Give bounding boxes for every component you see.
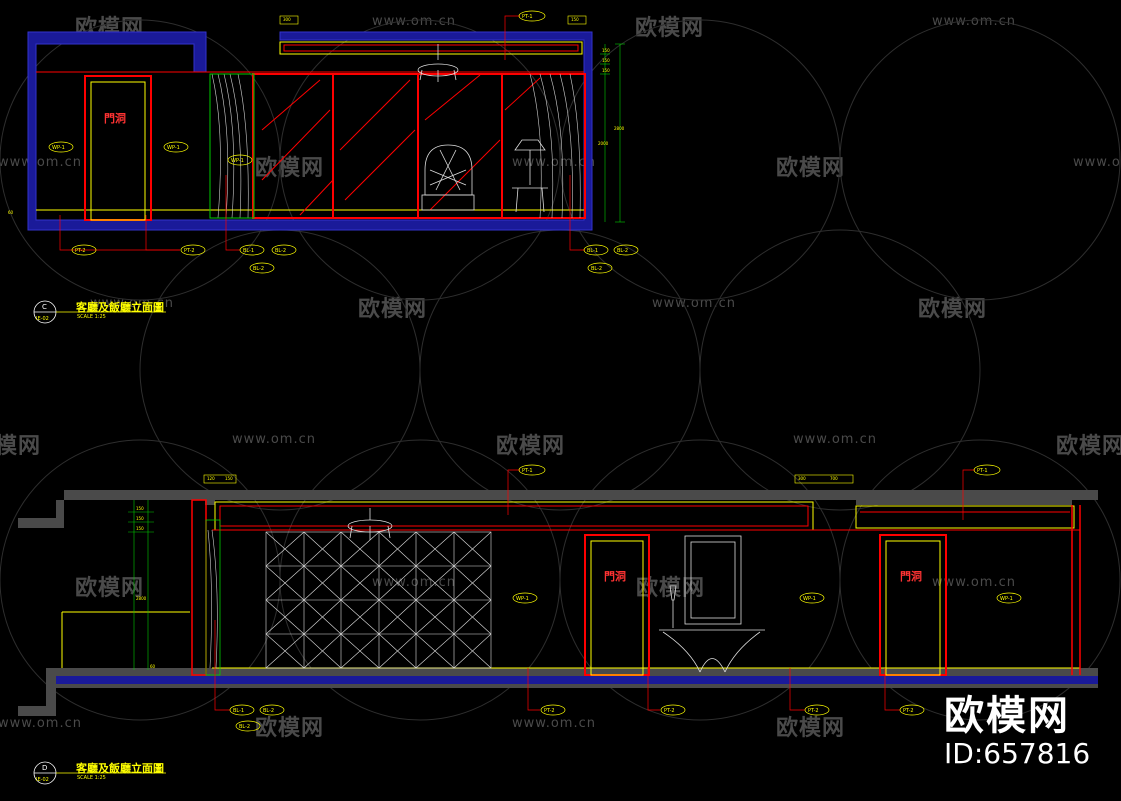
tags-c: PT-1 WP-1 WP-1 WP-1 PT-2 PT-2 BL-1 BL-2 …	[48, 10, 639, 274]
tag-wp: WP-1	[1000, 596, 1013, 602]
drawing-title: 客廳及飯廳立面圖	[76, 301, 164, 314]
dim-label: 150	[571, 17, 579, 22]
watermark-brand: 欧模网	[1056, 434, 1121, 459]
curtain-left	[207, 529, 218, 669]
elevation-d: 120 150 300 700 150 150 150 2800 60	[18, 469, 1098, 716]
watermark-brand: 欧模网	[75, 576, 145, 601]
watermark-url: www.om.cn	[932, 14, 1016, 29]
dim-label: 120	[207, 476, 215, 481]
dim-label: 2800	[614, 126, 625, 131]
dim-label: 150	[602, 58, 610, 63]
section-marker-d: D IE-02	[33, 761, 166, 785]
watermark-url: www.om.cn	[932, 575, 1016, 590]
dim-label: 300	[283, 17, 291, 22]
marker-id: C	[42, 303, 47, 311]
watermark-brand: 欧模网	[0, 434, 42, 459]
tag-bl2: BL-2	[263, 708, 274, 714]
marker-sheet: IE-02	[36, 316, 49, 322]
watermark-brand: 欧模网	[255, 156, 325, 181]
tag-bl1: BL-1	[243, 248, 254, 254]
dim-label: 150	[225, 476, 233, 481]
chandelier-icon	[347, 508, 393, 540]
tag-pt2: PT-2	[184, 248, 195, 254]
ceiling-band	[279, 41, 583, 55]
tag-bl2: BL-2	[275, 248, 286, 254]
tag-bl1: BL-1	[233, 708, 244, 714]
drawing-scale: SCALE 1:25	[77, 775, 106, 781]
marker-sheet: IE-02	[36, 777, 49, 783]
elevation-c: 150 150 150 2000 2800 60 300 150	[8, 15, 625, 251]
tag-bl1: BL-1	[587, 248, 598, 254]
drawing-title: 客廳及飯廳立面圖	[76, 762, 164, 775]
tag-pt2: PT-2	[664, 708, 675, 714]
door-frame	[584, 534, 650, 676]
watermark-url: www.om.cn	[793, 432, 877, 447]
watermark-url: www.om.cn	[512, 716, 596, 731]
chandelier-icon	[417, 44, 459, 82]
watermark-url: www.om.cn	[1073, 155, 1121, 170]
watermark-brand: 欧模网	[255, 716, 325, 741]
quilted-panel-wall	[265, 531, 492, 669]
watermark-url: www.om.cn	[0, 155, 82, 170]
tag-wp: WP-1	[167, 145, 180, 151]
dim-label: 150	[602, 48, 610, 53]
watermark-brand: 欧模网	[776, 156, 846, 181]
watermark-url: www.om.cn	[0, 716, 82, 731]
dim-label: 150	[136, 506, 144, 511]
dim-label: 150	[136, 516, 144, 521]
dim-label: 150	[602, 68, 610, 73]
curtain-left	[211, 73, 249, 219]
tag-pt2: PT-2	[544, 708, 555, 714]
tag-wp: WP-1	[516, 596, 529, 602]
watermark-url: www.om.cn	[372, 14, 456, 29]
door-frame	[879, 534, 947, 676]
tag-bl2: BL-2	[239, 724, 250, 730]
watermark-brand: 欧模网	[358, 297, 428, 322]
dim-label: 700	[830, 476, 838, 481]
mirror-console-icon	[659, 535, 765, 673]
tag-pt1: PT-1	[977, 468, 988, 474]
tag-pt2: PT-2	[808, 708, 819, 714]
tag-bl2: BL-2	[591, 266, 602, 272]
armchair-icon	[421, 144, 475, 211]
marker-id: D	[42, 764, 47, 772]
dim-label: 2800	[136, 596, 147, 601]
watermark-brand: 欧模网	[496, 434, 566, 459]
tag-pt1: PT-1	[522, 468, 533, 474]
tag-pt1: PT-1	[522, 14, 533, 20]
section-marker-c: C IE-02	[33, 300, 166, 324]
door-label: 門洞	[104, 111, 126, 125]
watermark-brand: 欧模网	[918, 297, 988, 322]
tag-wp: WP-1	[231, 158, 244, 164]
brand-overlay: 欧模网 ID:657816	[944, 694, 1090, 770]
tags-d: PT-1 PT-1 WP-1 WP-1 WP-1 BL-1 BL-2 BL-2 …	[229, 464, 1022, 732]
tag-wp: WP-1	[52, 145, 65, 151]
watermark-url: www.om.cn	[232, 432, 316, 447]
watermark-url: www.om.cn	[512, 155, 596, 170]
dim-label: 2000	[598, 141, 609, 146]
curtain-right	[529, 73, 581, 219]
tag-pt2: PT-2	[75, 248, 86, 254]
tag-bl2: BL-2	[617, 248, 628, 254]
drawing-scale: SCALE 1:25	[77, 314, 106, 320]
brand-id: ID:657816	[944, 737, 1091, 770]
door-label: 門洞	[900, 569, 922, 583]
dim-label: 150	[136, 526, 144, 531]
door-frame	[84, 75, 152, 221]
tag-wp: WP-1	[803, 596, 816, 602]
tag-bl2: BL-2	[253, 266, 264, 272]
dim-label: 300	[798, 476, 806, 481]
tag-pt2: PT-2	[903, 708, 914, 714]
table-lamp-icon	[512, 139, 548, 213]
watermark-circles	[0, 19, 1121, 721]
watermark-brand: 欧模网	[776, 716, 846, 741]
slab-section	[18, 490, 1098, 528]
door-label: 門洞	[604, 569, 626, 583]
dim-label: 60	[150, 664, 156, 669]
dim-label: 60	[8, 210, 14, 215]
brand-logo: 欧模网	[944, 693, 1070, 739]
